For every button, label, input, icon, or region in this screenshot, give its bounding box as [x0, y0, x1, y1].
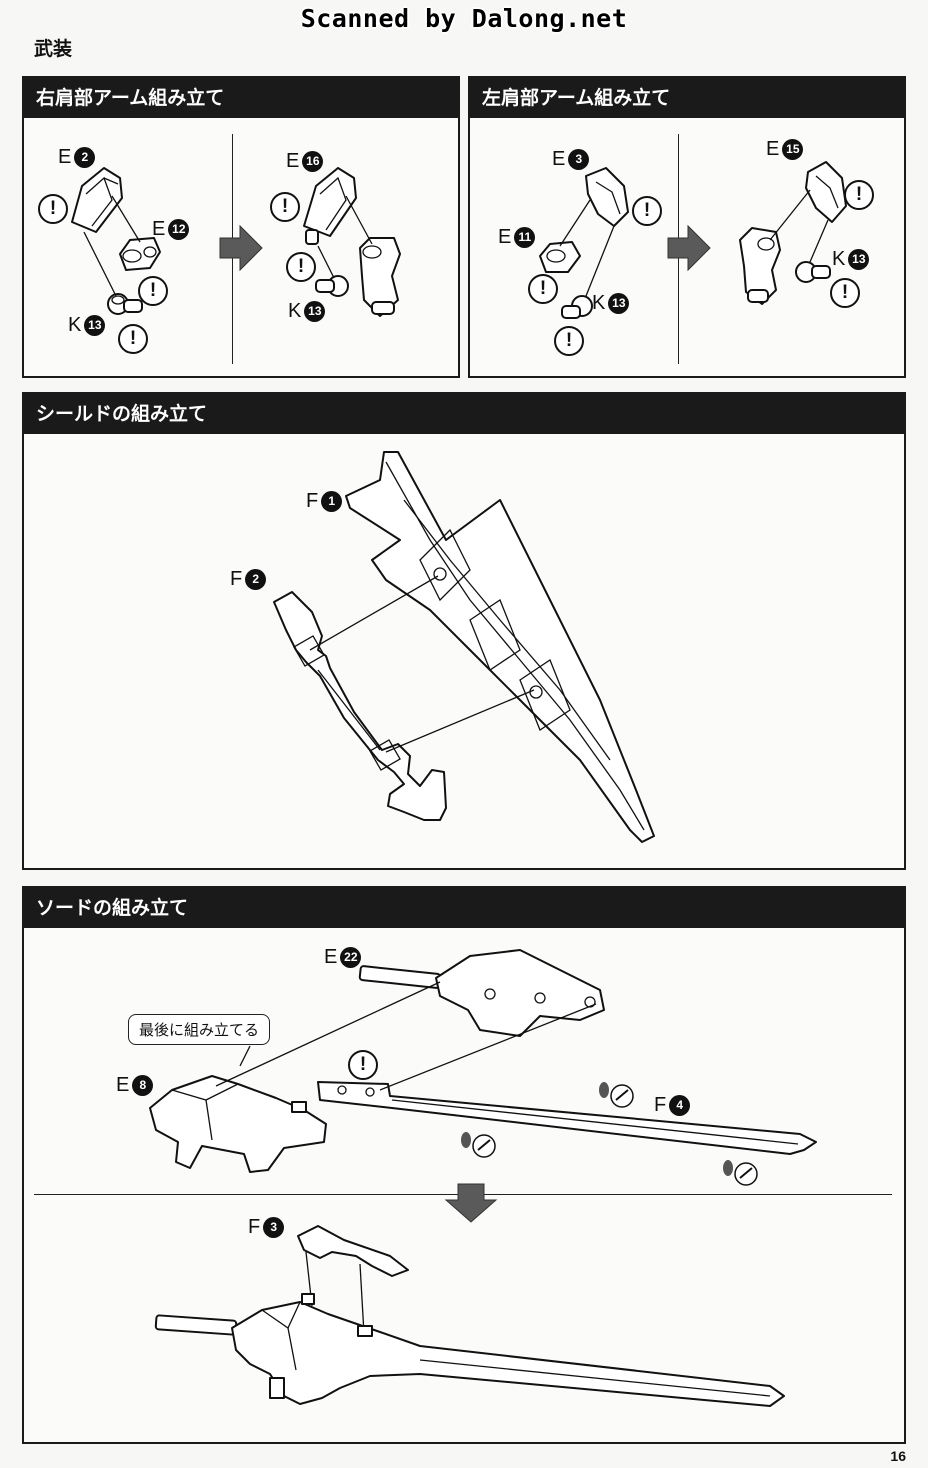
- warning-icon: !: [554, 326, 584, 356]
- assembly-line: [559, 199, 591, 247]
- assembly-line: [345, 195, 373, 245]
- part-k13-icon: [561, 295, 593, 319]
- part-k13-icon: [315, 275, 349, 297]
- part-e16-icon: [303, 167, 357, 245]
- right-shoulder-title: 右肩部アーム組み立て: [24, 78, 458, 118]
- watermark: Scanned by Dalong.net: [300, 4, 628, 33]
- warning-icon: !: [830, 278, 860, 308]
- arrow-down-icon: [444, 1183, 498, 1223]
- warning-icon: !: [348, 1050, 378, 1080]
- part-e2-icon: [71, 167, 123, 233]
- assembly-line: [215, 981, 441, 1087]
- part-e3-icon: [585, 167, 629, 227]
- page-number: 16: [890, 1448, 906, 1464]
- nipper-cut-icon: [599, 1082, 634, 1108]
- assembly-line: [379, 1003, 597, 1091]
- part-e15-icon: [805, 161, 847, 223]
- part-e22-icon: [358, 949, 605, 1037]
- nipper-cut-icon: [723, 1160, 758, 1186]
- nipper-cut-icon: [461, 1132, 496, 1158]
- left-shoulder-panel: 左肩部アーム組み立て: [468, 76, 906, 378]
- part-arm-assembly-icon: [739, 227, 781, 305]
- warning-icon: !: [632, 196, 662, 226]
- part-f4-blade-icon: [317, 1081, 817, 1155]
- assembled-sword-icon: [154, 1293, 785, 1407]
- warning-icon: !: [270, 192, 300, 222]
- assembly-line: [309, 575, 439, 651]
- assembly-line: [239, 1045, 251, 1067]
- assembly-line: [111, 195, 141, 243]
- warning-icon: !: [286, 252, 316, 282]
- warning-icon: !: [38, 194, 68, 224]
- part-e11-icon: [539, 241, 581, 273]
- assemble-last-callout: 最後に組み立てる: [128, 1014, 271, 1045]
- assembly-line: [317, 245, 335, 279]
- section-title: 武装: [34, 38, 73, 60]
- warning-icon: !: [844, 180, 874, 210]
- part-f3-icon: [297, 1225, 409, 1277]
- arrow-right-icon: [219, 224, 263, 272]
- arrow-right-icon: [667, 224, 711, 272]
- shield-title: シールドの組み立て: [24, 394, 904, 434]
- assembly-line: [359, 1263, 365, 1335]
- warning-icon: !: [528, 274, 558, 304]
- left-shoulder-title: 左肩部アーム組み立て: [470, 78, 904, 118]
- assembly-line: [385, 689, 535, 753]
- warning-icon: !: [138, 276, 168, 306]
- assembly-line: [769, 189, 811, 241]
- part-f2-handle-icon: [273, 591, 447, 821]
- assembly-line: [585, 225, 615, 297]
- warning-icon: !: [118, 324, 148, 354]
- part-e8-icon: [149, 1075, 327, 1173]
- part-k13-icon: [795, 261, 831, 283]
- part-k13-icon: [107, 293, 143, 315]
- part-arm-assembly-icon: [359, 237, 401, 317]
- part-e12-icon: [119, 237, 161, 271]
- part-f1-shield-icon: [345, 451, 655, 843]
- sword-title: ソードの組み立て: [24, 888, 904, 928]
- assembly-line: [809, 219, 829, 263]
- assembly-line: [83, 231, 117, 297]
